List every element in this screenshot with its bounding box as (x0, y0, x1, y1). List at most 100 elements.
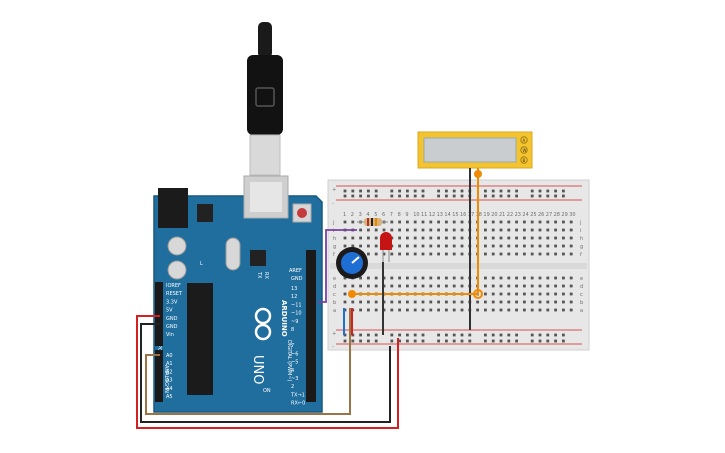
breadboard-hole[interactable] (569, 236, 573, 240)
breadboard-hole[interactable] (484, 284, 487, 288)
breadboard-hole[interactable] (390, 284, 394, 288)
breadboard-hole[interactable] (437, 308, 440, 312)
breadboard-hole[interactable] (359, 300, 362, 304)
breadboard-hole[interactable] (374, 276, 378, 280)
breadboard-hole[interactable] (499, 292, 503, 296)
breadboard-hole[interactable] (429, 220, 433, 224)
breadboard-hole[interactable] (437, 194, 440, 198)
breadboard-hole[interactable] (499, 236, 503, 240)
breadboard-hole[interactable] (398, 308, 401, 312)
breadboard-hole[interactable] (554, 252, 557, 256)
breadboard-hole[interactable] (460, 339, 464, 343)
breadboard-hole[interactable] (515, 339, 518, 343)
breadboard-hole[interactable] (398, 236, 401, 240)
breadboard-hole[interactable] (460, 228, 464, 232)
breadboard-hole[interactable] (382, 228, 386, 232)
breadboard-hole[interactable] (460, 236, 464, 240)
breadboard-hole[interactable] (569, 276, 573, 280)
breadboard-hole[interactable] (523, 284, 526, 288)
breadboard-hole[interactable] (530, 339, 534, 343)
breadboard-hole[interactable] (562, 284, 565, 288)
breadboard-hole[interactable] (367, 189, 370, 193)
breadboard-hole[interactable] (359, 194, 362, 198)
breadboard-hole[interactable] (523, 276, 526, 280)
breadboard-hole[interactable] (374, 252, 378, 256)
breadboard-hole[interactable] (413, 194, 417, 198)
breadboard-hole[interactable] (390, 308, 394, 312)
breadboard-hole[interactable] (507, 252, 511, 256)
breadboard-hole[interactable] (359, 276, 362, 280)
breadboard-hole[interactable] (538, 228, 542, 232)
breadboard-hole[interactable] (491, 244, 495, 248)
breadboard-hole[interactable] (491, 300, 495, 304)
breadboard-hole[interactable] (515, 189, 518, 193)
breadboard-hole[interactable] (476, 308, 479, 312)
breadboard-hole[interactable] (343, 189, 347, 193)
breadboard-hole[interactable] (390, 339, 394, 343)
breadboard-hole[interactable] (452, 228, 456, 232)
breadboard-hole[interactable] (452, 333, 456, 337)
breadboard-hole[interactable] (538, 308, 542, 312)
breadboard-hole[interactable] (507, 339, 511, 343)
resistor[interactable] (357, 218, 388, 226)
breadboard-hole[interactable] (390, 228, 394, 232)
breadboard-hole[interactable] (460, 284, 464, 288)
breadboard-hole[interactable] (367, 244, 370, 248)
breadboard-hole[interactable] (398, 189, 401, 193)
breadboard-hole[interactable] (406, 189, 409, 193)
breadboard-hole[interactable] (374, 333, 378, 337)
breadboard-hole[interactable] (507, 194, 511, 198)
breadboard-hole[interactable] (359, 339, 362, 343)
breadboard-hole[interactable] (445, 308, 448, 312)
wire-lcd-orange[interactable] (352, 168, 479, 295)
breadboard-hole[interactable] (398, 339, 401, 343)
breadboard-hole[interactable] (546, 284, 550, 288)
breadboard-hole[interactable] (452, 252, 456, 256)
breadboard-hole[interactable] (538, 284, 542, 288)
breadboard-hole[interactable] (507, 292, 511, 296)
breadboard-hole[interactable] (569, 252, 573, 256)
breadboard-hole[interactable] (530, 284, 534, 288)
breadboard-hole[interactable] (367, 276, 370, 280)
wires[interactable] (136, 168, 483, 429)
breadboard-hole[interactable] (499, 333, 503, 337)
breadboard-hole[interactable] (398, 228, 401, 232)
wire-gnd-black[interactable] (140, 323, 391, 423)
breadboard-hole[interactable] (530, 189, 534, 193)
breadboard-hole[interactable] (562, 292, 565, 296)
breadboard-hole[interactable] (429, 236, 433, 240)
breadboard-hole[interactable] (413, 300, 417, 304)
breadboard-hole[interactable] (343, 292, 347, 296)
breadboard-hole[interactable] (445, 333, 448, 337)
breadboard-hole[interactable] (460, 300, 464, 304)
breadboard-hole[interactable] (445, 252, 448, 256)
breadboard-hole[interactable] (421, 308, 425, 312)
breadboard-hole[interactable] (406, 228, 409, 232)
breadboard-hole[interactable] (406, 220, 409, 224)
breadboard-hole[interactable] (351, 284, 355, 288)
breadboard-hole[interactable] (562, 276, 565, 280)
breadboard-hole[interactable] (445, 220, 448, 224)
breadboard-hole[interactable] (523, 236, 526, 240)
breadboard-hole[interactable] (413, 308, 417, 312)
breadboard-hole[interactable] (562, 333, 565, 337)
breadboard-hole[interactable] (374, 189, 378, 193)
breadboard-hole[interactable] (351, 244, 355, 248)
breadboard-hole[interactable] (491, 276, 495, 280)
breadboard-hole[interactable] (491, 189, 495, 193)
breadboard-hole[interactable] (367, 252, 370, 256)
breadboard-hole[interactable] (562, 300, 565, 304)
breadboard-hole[interactable] (554, 276, 557, 280)
breadboard-hole[interactable] (406, 333, 409, 337)
breadboard-hole[interactable] (491, 220, 495, 224)
breadboard-hole[interactable] (491, 194, 495, 198)
breadboard-hole[interactable] (398, 194, 401, 198)
wire-5v-red[interactable] (136, 315, 399, 429)
breadboard-hole[interactable] (390, 333, 394, 337)
breadboard-hole[interactable] (499, 244, 503, 248)
breadboard-hole[interactable] (515, 284, 518, 288)
breadboard-hole[interactable] (398, 244, 401, 248)
breadboard-hole[interactable] (351, 236, 355, 240)
breadboard-hole[interactable] (569, 284, 573, 288)
